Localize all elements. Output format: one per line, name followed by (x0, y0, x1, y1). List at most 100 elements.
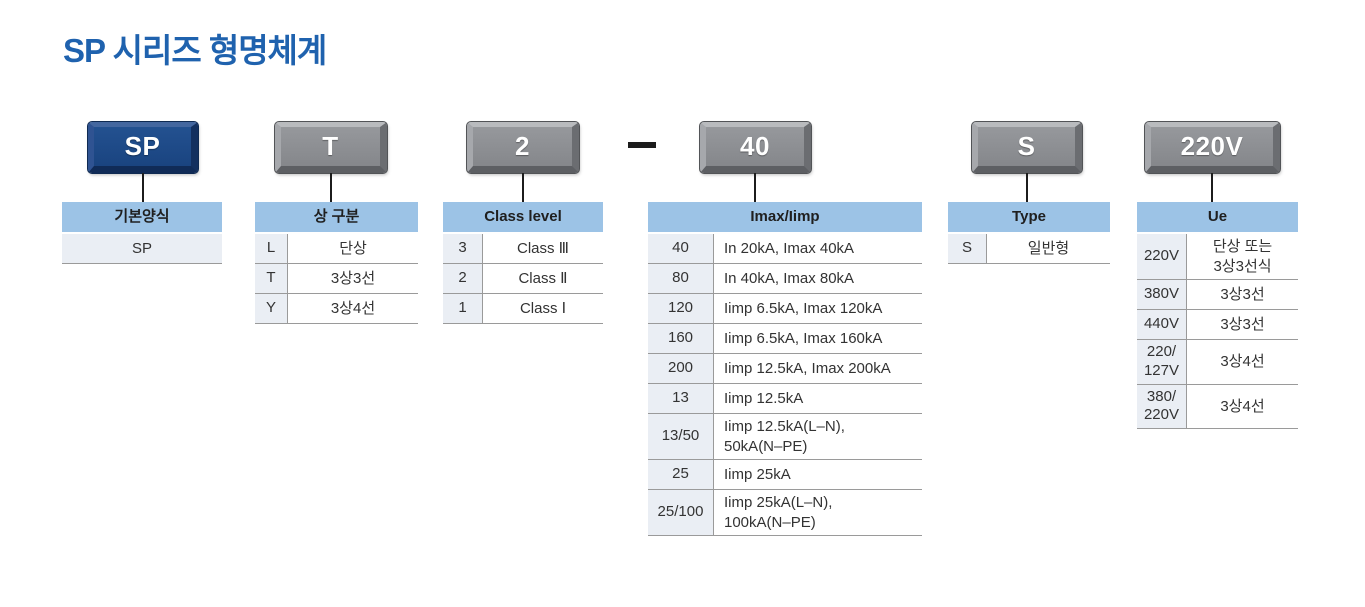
table-body: 3 Class Ⅲ 2 Class Ⅱ 1 Class Ⅰ (443, 234, 603, 324)
code-box-label: 40 (740, 131, 770, 161)
row-value-cell: Iimp 25kA(L–N), 100kA(N–PE) (724, 494, 833, 531)
row-value-cell: 3상4선 (330, 299, 376, 317)
table-imax-iimp: Imax/Iimp 40 In 20kA, Imax 40kA 80 In 40… (648, 202, 922, 536)
row-value-cell: 일반형 (1027, 239, 1070, 257)
row-key-cell: 25/100 (648, 490, 714, 535)
table-header: 기본양식 (62, 202, 222, 232)
row-key-cell: 220/ 127V (1137, 340, 1187, 384)
row-value-cell: 단상 (339, 239, 367, 257)
table-phase: 상 구분 L 단상 T 3상3선 Y 3상4선 (255, 202, 418, 324)
table-row: L 단상 (255, 234, 418, 264)
code-box-label: S (1017, 131, 1036, 161)
code-box-imax: 40 (699, 121, 812, 174)
row-key-cell: 380/ 220V (1137, 384, 1187, 428)
table-row: 220/ 127V 3상4선 (1137, 340, 1298, 385)
row-key-cell: S (948, 234, 987, 263)
connector-line (1026, 173, 1028, 202)
table-row: 13 Iimp 12.5kA (648, 384, 922, 414)
row-key-cell: 120 (648, 294, 714, 323)
table-row: 2 Class Ⅱ (443, 264, 603, 294)
table-header: Class level (443, 202, 603, 232)
row-key-cell: 160 (648, 324, 714, 353)
table-row: 3 Class Ⅲ (443, 234, 603, 264)
row-key-cell: 25 (648, 460, 714, 489)
row-value-cell: Iimp 25kA (724, 465, 791, 483)
table-row: 40 In 20kA, Imax 40kA (648, 234, 922, 264)
row-value-cell: In 20kA, Imax 40kA (724, 239, 855, 257)
row-key-cell: 3 (443, 234, 483, 263)
row-value-cell: Iimp 6.5kA, Imax 160kA (724, 329, 883, 347)
table-row: S 일반형 (948, 234, 1110, 264)
hyphen-separator (628, 142, 656, 148)
row-value-cell: 3상3선 (1220, 285, 1265, 303)
row-key-cell: 380V (1137, 280, 1187, 309)
row-value-cell: Iimp 12.5kA, Imax 200kA (724, 359, 891, 377)
connector-line (330, 173, 332, 202)
row-key-cell: 2 (443, 264, 483, 293)
table-body: 220V 단상 또는 3상3선식 380V 3상3선 440V 3상3선 220… (1137, 234, 1298, 429)
row-key-cell: Y (255, 294, 288, 323)
row-key-cell: 220V (1137, 234, 1187, 279)
row-value-cell: 3상3선 (330, 269, 376, 287)
code-box-label: 2 (515, 131, 530, 161)
row-value-cell: SP (62, 234, 222, 263)
table-header: Type (948, 202, 1110, 232)
table-row: 200 Iimp 12.5kA, Imax 200kA (648, 354, 922, 384)
code-box-label: T (322, 131, 339, 161)
code-box-label: 220V (1180, 131, 1244, 161)
table-row: Y 3상4선 (255, 294, 418, 324)
row-value-cell: Class Ⅲ (516, 239, 570, 257)
row-key-cell: 80 (648, 264, 714, 293)
row-value-cell: Iimp 12.5kA(L–N), 50kA(N–PE) (724, 418, 845, 455)
table-row: SP (62, 234, 222, 264)
row-value-cell: Class Ⅰ (519, 299, 567, 317)
table-row: 380V 3상3선 (1137, 280, 1298, 310)
table-row: 380/ 220V 3상4선 (1137, 384, 1298, 429)
table-row: 120 Iimp 6.5kA, Imax 120kA (648, 294, 922, 324)
table-body: S 일반형 (948, 234, 1110, 264)
table-class-level: Class level 3 Class Ⅲ 2 Class Ⅱ 1 Class … (443, 202, 603, 324)
code-box-phase: T (274, 121, 388, 174)
row-key-cell: L (255, 234, 288, 263)
row-key-cell: 40 (648, 234, 714, 263)
code-box-ue: 220V (1144, 121, 1281, 174)
connector-line (1211, 173, 1213, 202)
table-body: SP (62, 234, 222, 264)
table-row: 80 In 40kA, Imax 80kA (648, 264, 922, 294)
row-key-cell: 13/50 (648, 414, 714, 459)
connector-line (754, 173, 756, 202)
code-box-sp: SP (87, 121, 199, 174)
row-key-cell: 440V (1137, 310, 1187, 339)
row-value-cell: 3상4선 (1220, 397, 1265, 415)
row-key-cell: 1 (443, 294, 483, 323)
row-key-cell: 13 (648, 384, 714, 413)
table-basic-form: 기본양식 SP (62, 202, 222, 264)
row-value-cell: 단상 또는 3상3선식 (1212, 238, 1273, 275)
table-body: L 단상 T 3상3선 Y 3상4선 (255, 234, 418, 324)
table-header: 상 구분 (255, 202, 418, 232)
table-header: Ue (1137, 202, 1298, 232)
connector-line (142, 173, 144, 202)
table-row: 13/50 Iimp 12.5kA(L–N), 50kA(N–PE) (648, 414, 922, 460)
table-row: 440V 3상3선 (1137, 310, 1298, 340)
table-header: Imax/Iimp (648, 202, 922, 232)
row-value-cell: In 40kA, Imax 80kA (724, 269, 855, 287)
table-ue: Ue 220V 단상 또는 3상3선식 380V 3상3선 440V 3상3선 … (1137, 202, 1298, 429)
table-body: 40 In 20kA, Imax 40kA 80 In 40kA, Imax 8… (648, 234, 922, 536)
table-row: 160 Iimp 6.5kA, Imax 160kA (648, 324, 922, 354)
row-value-cell: Iimp 12.5kA (724, 389, 804, 407)
row-value-cell: Iimp 6.5kA, Imax 120kA (724, 299, 883, 317)
table-row: 25 Iimp 25kA (648, 460, 922, 490)
table-type: Type S 일반형 (948, 202, 1110, 264)
table-row: 220V 단상 또는 3상3선식 (1137, 234, 1298, 280)
table-row: T 3상3선 (255, 264, 418, 294)
row-value-cell: Class Ⅱ (518, 269, 568, 287)
table-row: 1 Class Ⅰ (443, 294, 603, 324)
connector-line (522, 173, 524, 202)
row-key-cell: 200 (648, 354, 714, 383)
page-title: SP 시리즈 형명체계 (63, 32, 327, 69)
code-box-type: S (971, 121, 1083, 174)
row-value-cell: 3상4선 (1220, 353, 1265, 370)
table-row: 25/100 Iimp 25kA(L–N), 100kA(N–PE) (648, 490, 922, 536)
